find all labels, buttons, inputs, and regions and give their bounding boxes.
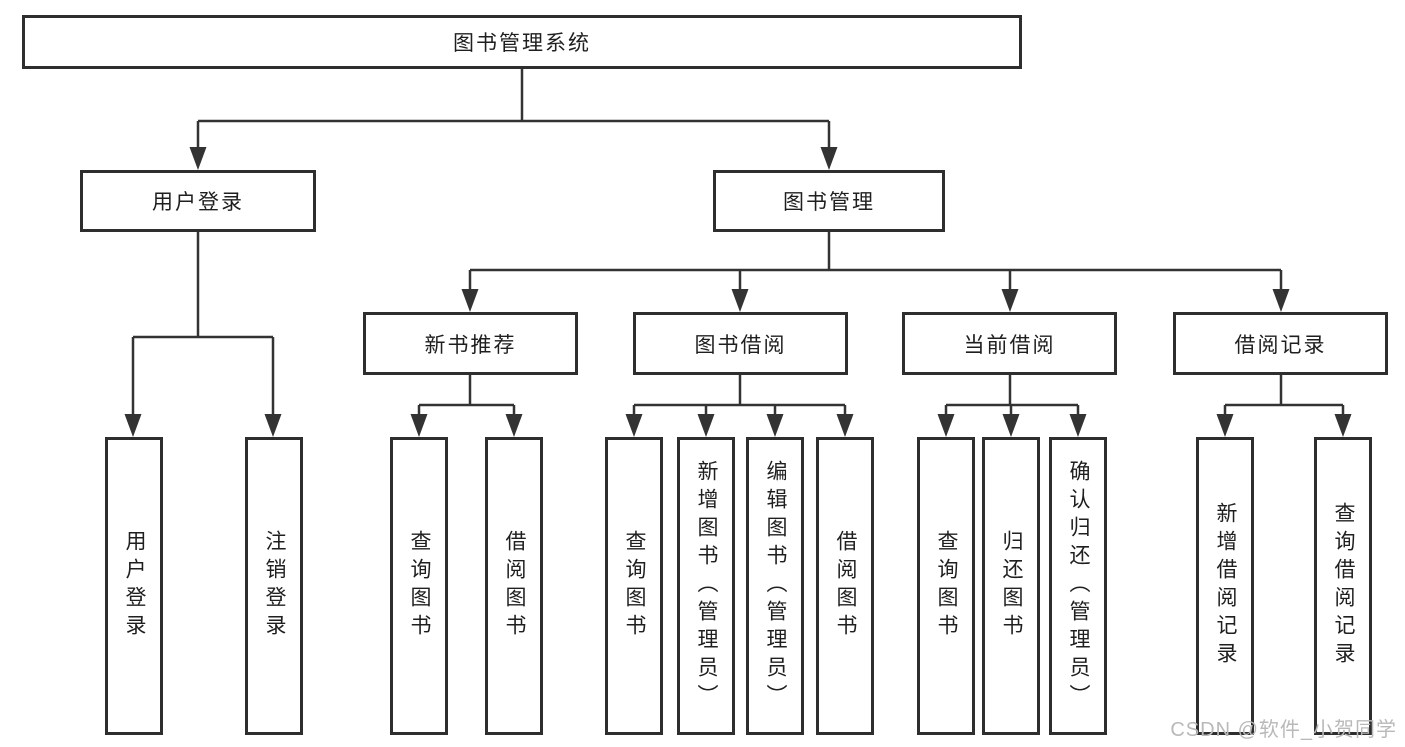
watermark: CSDN @软件_小贺同学 [1170,719,1397,741]
leaf-add-borrow-record: 新增借阅记录 [1196,437,1254,735]
node-new-book-recommendation: 新书推荐 [363,312,578,375]
leaf-query-books-current: 查询图书 [917,437,975,735]
leaf-borrow-books-borrow: 借阅图书 [816,437,874,735]
node-book-borrowing: 图书借阅 [633,312,848,375]
leaf-logout-login: 注销登录 [245,437,303,735]
leaf-add-books-admin: 新增图书（管理员） [677,437,735,735]
node-library-management-system: 图书管理系统 [22,15,1022,69]
leaf-edit-books-admin: 编辑图书（管理员） [746,437,804,735]
node-current-borrowing: 当前借阅 [902,312,1117,375]
leaf-borrow-books-newbook: 借阅图书 [485,437,543,735]
leaf-confirm-return-admin: 确认归还（管理员） [1049,437,1107,735]
leaf-query-borrow-record: 查询借阅记录 [1314,437,1372,735]
leaf-query-books-newbook: 查询图书 [390,437,448,735]
leaf-user-login: 用户登录 [105,437,163,735]
leaf-return-books: 归还图书 [982,437,1040,735]
node-borrowing-records: 借阅记录 [1173,312,1388,375]
leaf-query-books-borrow: 查询图书 [605,437,663,735]
node-book-management: 图书管理 [713,170,945,232]
node-user-login: 用户登录 [80,170,316,232]
